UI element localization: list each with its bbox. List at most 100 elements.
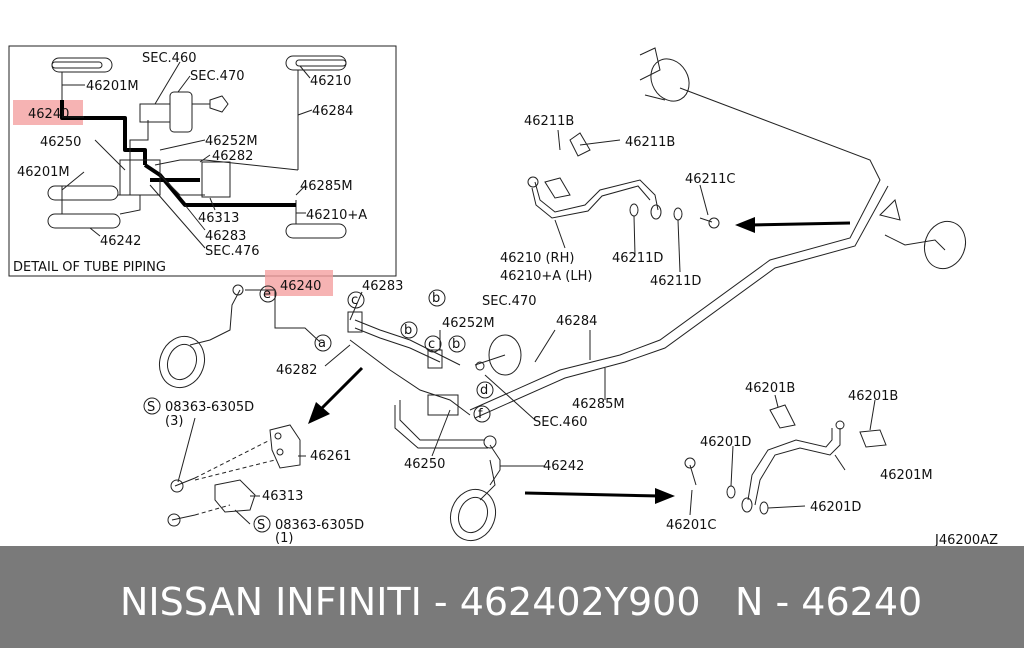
callout-a: a — [314, 334, 332, 352]
label-bolt-top-qty: (3) — [165, 414, 183, 429]
label-46210-rh: 46210 (RH) — [500, 251, 574, 266]
detail-label-46283: 46283 — [205, 229, 246, 244]
master-cylinder — [474, 334, 522, 376]
washer-46201d-b — [759, 501, 769, 515]
svg-text:e: e — [263, 287, 271, 302]
label-46211b-a: 46211B — [524, 114, 574, 129]
bracket-46313 — [214, 479, 256, 513]
detail-hose-bottom-left — [47, 185, 121, 229]
tube-46283 — [354, 319, 461, 366]
detail-label-46240: 46240 — [28, 107, 69, 122]
bolt-bottom — [167, 513, 196, 527]
label-46211d-a: 46211D — [612, 251, 663, 266]
detail-label-sec470: SEC.470 — [190, 69, 245, 84]
detail-label-46250: 46250 — [40, 135, 81, 150]
callout-b3: b — [448, 335, 466, 353]
banner-short-number: N - 46240 — [735, 580, 923, 624]
label-46201m: 46201M — [880, 468, 933, 483]
detail-label-46201m-top: 46201M — [86, 79, 139, 94]
arrow-down-to-bracket — [308, 366, 364, 424]
svg-text:b: b — [452, 337, 460, 352]
bolt-top — [170, 477, 196, 493]
svg-text:c: c — [428, 337, 435, 352]
callout-b2: b — [400, 321, 418, 339]
detail-junction — [119, 159, 161, 196]
clip-b — [427, 349, 443, 369]
tube-46284 — [469, 87, 881, 411]
detail-label-46210: 46210 — [310, 74, 351, 89]
part-number-banner: NISSAN INFINITI - 462402Y900 N - 46240 — [0, 546, 1024, 648]
label-46284: 46284 — [556, 314, 597, 329]
bracket-46261 — [269, 424, 301, 469]
detail-tube-46283 — [143, 163, 296, 207]
detail-label-46242: 46242 — [100, 234, 141, 249]
label-bolt-bottom: 08363-6305D — [275, 518, 364, 533]
svg-text:b: b — [432, 291, 440, 306]
callout-e: e — [259, 285, 277, 303]
detail-label-sec460: SEC.460 — [142, 51, 197, 66]
washer-46201d-a — [726, 485, 736, 499]
callout-s-top: S — [143, 397, 161, 415]
banner-part-number: NISSAN INFINITI - 462402Y900 — [120, 580, 701, 624]
detail-tube-46282 — [154, 159, 299, 171]
tube-46240 — [245, 289, 321, 343]
tube-46285m — [474, 185, 889, 419]
callout-f: f — [473, 405, 491, 423]
label-46201c: 46201C — [666, 518, 716, 533]
label-46210a-lh: 46210+A (LH) — [500, 269, 592, 284]
detail-label-sec476: SEC.476 — [205, 244, 260, 259]
diagram-code: J46200AZ — [934, 533, 998, 546]
svg-text:c: c — [351, 293, 358, 308]
label-46250: 46250 — [404, 457, 445, 472]
label-46261: 46261 — [310, 449, 351, 464]
detail-caption: DETAIL OF TUBE PIPING — [13, 260, 166, 275]
detail-tube-46240 — [60, 100, 147, 165]
label-46201b-b: 46201B — [848, 389, 898, 404]
washer-46211d-a — [629, 203, 639, 217]
rotor-rear-right — [879, 199, 967, 270]
svg-text:b: b — [404, 323, 412, 338]
label-46240: 46240 — [280, 279, 321, 294]
svg-text:S: S — [257, 518, 265, 533]
label-bolt-bottom-qty: (1) — [275, 531, 293, 546]
label-46201b-a: 46201B — [745, 381, 795, 396]
label-46285m: 46285M — [572, 397, 625, 412]
brake-tube-diagram: SEC.460 SEC.470 46201M 46240 46250 46201… — [8, 45, 998, 546]
hose-46201m — [741, 404, 887, 513]
callout-s-bottom: S — [253, 515, 271, 533]
label-46283: 46283 — [362, 279, 403, 294]
detail-label-46282: 46282 — [212, 149, 253, 164]
detail-label-46210a: 46210+A — [306, 208, 367, 223]
detail-hose-top-right — [285, 55, 347, 170]
valve-block — [427, 394, 459, 416]
callout-b: b — [428, 289, 446, 307]
svg-text:f: f — [478, 407, 483, 422]
label-46211b-b: 46211B — [625, 135, 675, 150]
svg-text:a: a — [318, 336, 326, 351]
bolt-46211c — [699, 217, 720, 229]
label-46201d-b: 46201D — [810, 500, 861, 515]
detail-master-cylinder — [139, 91, 229, 133]
detail-label-46313: 46313 — [198, 211, 239, 226]
label-46211d-b: 46211D — [650, 274, 701, 289]
rotor-front-left — [158, 284, 244, 389]
label-46211c: 46211C — [685, 172, 735, 187]
detail-box — [8, 45, 397, 277]
callout-c2: c — [424, 335, 442, 353]
callout-d: d — [476, 381, 494, 399]
arrow-right-to-hose — [524, 488, 675, 504]
hose-46210 — [527, 132, 662, 220]
label-46201d-a: 46201D — [700, 435, 751, 450]
tube-46250 — [399, 400, 485, 441]
label-46313: 46313 — [262, 489, 303, 504]
detail-highlight-46240 — [13, 100, 83, 125]
rotor-rear-left — [449, 435, 497, 542]
svg-text:S: S — [147, 400, 155, 415]
callout-c: c — [347, 291, 365, 309]
rotor-top-right — [639, 47, 690, 102]
svg-text:d: d — [480, 383, 488, 398]
washer-46211d-b — [673, 207, 683, 221]
detail-label-46284: 46284 — [312, 104, 353, 119]
clip-c — [347, 311, 363, 333]
arrow-left-to-hose — [735, 217, 851, 233]
